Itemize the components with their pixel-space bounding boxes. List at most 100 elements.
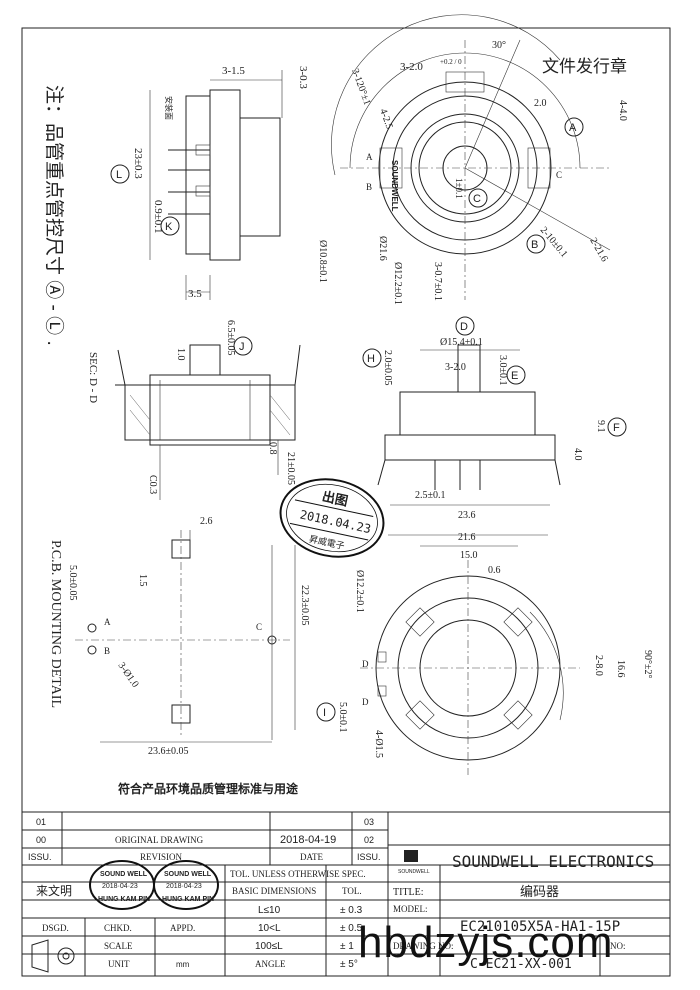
bottom-view [360, 534, 580, 775]
dim-4-0: 4.0 [572, 448, 583, 461]
svg-text:F: F [613, 422, 620, 434]
dim-2-6: 2.6 [200, 516, 213, 527]
model-value: EC210105X5A-HA1-15P [460, 919, 620, 935]
sheet-no-label: NO: [610, 941, 626, 951]
basic-dims-label: BASIC DIMENSIONS [232, 886, 316, 896]
dim-2-21-6: 2-21.6 [587, 236, 609, 264]
watermark: hbdzyjs.com [358, 918, 614, 967]
marker-c: C [468, 188, 488, 208]
tol-3-2-0: +0.2 / 0 [440, 58, 462, 66]
dim-90deg: 90°±2° [642, 650, 653, 679]
dim-dia-15-4: Ø15.4±0.1 [440, 337, 483, 348]
dim-1-5: 1.5 [137, 574, 148, 587]
unit-label: UNIT [108, 959, 130, 969]
release-stamp-company: 昇威電子 [308, 533, 346, 551]
dim-6-5: 6.5±0.05 [225, 320, 236, 356]
chkd-label: CHKD. [104, 923, 132, 933]
dim-2-8-0: 2-8.0 [593, 655, 604, 676]
pcb-view [75, 530, 296, 743]
rev-idx-1: 03 [364, 817, 374, 827]
marker-k: K [160, 216, 180, 236]
company-logo: SOUNDWELL [398, 850, 430, 875]
svg-text:SOUND WELL: SOUND WELL [100, 871, 148, 878]
tol-dim-3: 100≤L [255, 941, 283, 952]
dim-dia-21-6: Ø21.6 [377, 236, 388, 261]
pcb-pin-c: C [256, 622, 262, 632]
dim-dia-10-8: Ø10.8±0.1 [317, 240, 328, 283]
side-view [149, 70, 283, 300]
rev-date-header: DATE [300, 852, 323, 862]
marker-h: H [362, 348, 382, 368]
marker-f: F [607, 417, 627, 437]
section-mark-d-top: D [362, 659, 369, 669]
drawing-no-label: DRAWING NO: [393, 941, 454, 951]
dim-dia-12-2: Ø12.2±0.1 [392, 262, 403, 305]
marker-a: A [564, 117, 584, 137]
top-view [331, 14, 611, 300]
signature-stamp-1: SOUND WELL 2018·04·23 HUNG KAM PIN [89, 860, 155, 910]
rev-no-header: ISSU. [28, 852, 52, 862]
rev-no-1: 01 [36, 817, 46, 827]
tol-val-3: ± 1 [340, 941, 354, 952]
dim-3-0-3: 3-0.3 [297, 66, 309, 89]
dim-3-0-7: 3-0.7±0.1 [432, 262, 443, 301]
pin-c: C [556, 170, 562, 180]
dim-23-6-05: 23.6±0.05 [148, 746, 189, 757]
marker-e: E [506, 365, 526, 385]
dim-2-0: 2.0 [534, 98, 547, 109]
dim-2-0-05: 2.0±0.05 [382, 350, 393, 386]
dim-30deg: 30° [492, 40, 506, 51]
marker-b: B [526, 234, 546, 254]
title-value: 编码器 [520, 884, 559, 899]
svg-text:K: K [165, 221, 173, 233]
brand-mark: SOUNDWELL [390, 160, 399, 212]
pcb-pin-b: B [104, 646, 110, 656]
dim-23-6: 23.6 [458, 510, 476, 521]
dim-3-5: 3.5 [188, 288, 202, 300]
dim-5-0-1: 5.0±0.1 [337, 702, 348, 733]
pin-b: B [366, 182, 372, 192]
dim-0-6: 0.6 [488, 565, 501, 576]
svg-text:2018·04·23: 2018·04·23 [102, 883, 138, 890]
drawing-no-value: C-EC21-XX-001 [470, 957, 572, 972]
env-note: 符合产品环境品质管理标准与用途 [118, 781, 299, 796]
pin-a: A [366, 152, 373, 162]
dim-3-0: 3.0±0.1 [497, 355, 508, 386]
dim-22-3: 22.3±0.05 [299, 585, 310, 626]
svg-text:B: B [531, 239, 538, 251]
dim-dia-12-2-bottom: Ø12.2±0.1 [354, 570, 365, 613]
tol-label: TOL. [342, 886, 362, 896]
pcb-detail-label: P.C.B. MOUNTING DETAIL [48, 540, 63, 708]
title-block [21, 811, 671, 977]
rev-date-2: 2018-04-19 [280, 834, 336, 846]
tol-header: TOL. UNLESS OTHERWISE SPEC. [230, 869, 366, 879]
marker-d: D [455, 316, 475, 336]
marker-j: J [233, 336, 253, 356]
release-stamp-title: 出图 [321, 489, 350, 509]
rev-no-2: 00 [36, 835, 46, 845]
release-stamp-date: 2018.04.23 [299, 507, 373, 536]
dim-1-0: 1.0 [175, 348, 186, 361]
dim-5-0-05: 5.0±0.05 [67, 565, 78, 601]
projection-symbol [31, 939, 75, 973]
section-mark-d-bottom: D [362, 697, 369, 707]
company-name: SOUNDWELL ELECTRONICS [452, 852, 654, 871]
issue-stamp-label: 文件发行章 [542, 57, 627, 76]
section-view [115, 344, 301, 500]
dim-9-1: 9.1 [595, 420, 606, 433]
tol-dim-1: L≤10 [258, 905, 281, 916]
svg-text:E: E [511, 370, 518, 382]
tol-val-4: ± 5° [340, 959, 358, 970]
tol-val-1: ± 0.3 [340, 905, 363, 916]
dim-21-6: 21.6 [458, 532, 476, 543]
svg-text:HUNG KAM PIN: HUNG KAM PIN [162, 896, 214, 903]
dim-1: 1±0.1 [454, 178, 464, 199]
dim-3-2-0-front: 3-2.0 [445, 362, 466, 373]
svg-text:HUNG KAM PIN: HUNG KAM PIN [98, 896, 150, 903]
dim-3-2-0: 3-2.0 [400, 61, 423, 73]
rev-idx-2: 02 [364, 835, 374, 845]
front-view [377, 344, 561, 506]
marker-i: I [316, 702, 336, 722]
dim-2-5: 2.5±0.1 [415, 490, 446, 501]
